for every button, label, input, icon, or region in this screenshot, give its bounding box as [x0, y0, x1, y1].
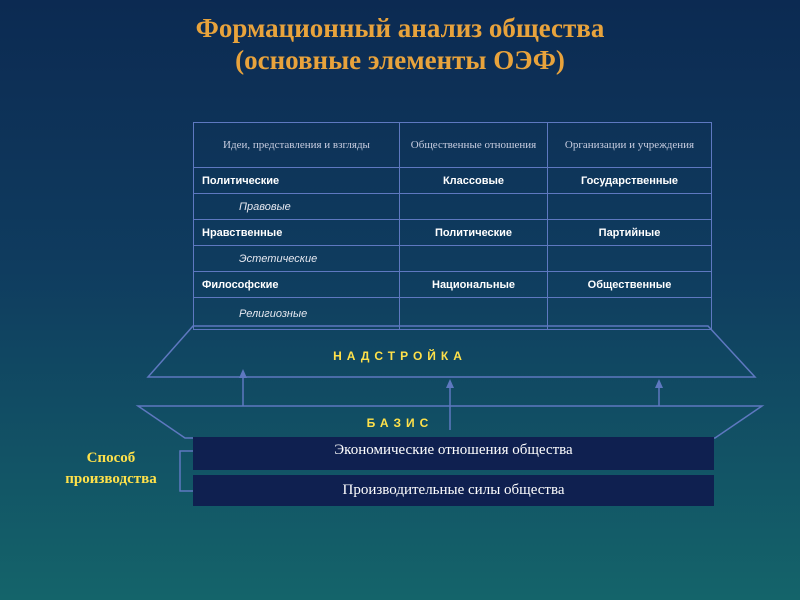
cell-relations: Национальные — [399, 271, 548, 298]
table-row: Правовые — [193, 193, 712, 220]
cell-ideas: Правовые — [193, 193, 400, 220]
header-ideas: Идеи, представления и взгляды — [193, 122, 400, 168]
cell-ideas: Эстетические — [193, 245, 400, 272]
arrow-right-head — [655, 379, 663, 388]
table-row: Философские Национальные Общественные — [193, 271, 712, 298]
title-line-1: Формационный анализ общества — [195, 13, 605, 43]
cell-organizations: Государственные — [547, 167, 712, 194]
cell-relations — [399, 297, 548, 330]
economic-relations-bar: Экономические отношения общества — [193, 437, 714, 470]
table-row: Нравственные Политические Партийные — [193, 219, 712, 246]
sposob-proizvodstva-label: Способ производства — [65, 450, 157, 487]
cell-organizations: Партийные — [547, 219, 712, 246]
cell-relations: Классовые — [399, 167, 548, 194]
cell-organizations: Общественные — [547, 271, 712, 298]
cell-ideas: Философские — [193, 271, 400, 298]
cell-relations — [399, 245, 548, 272]
table-row: Политические Классовые Государственные — [193, 167, 712, 194]
cell-ideas: Религиозные — [193, 297, 400, 330]
bazis-label: БАЗИС — [366, 416, 434, 430]
arrow-left-head — [239, 369, 247, 378]
basis-trapezoid — [135, 405, 765, 439]
header-organizations: Организации и учреждения — [547, 122, 712, 168]
cell-ideas: Нравственные — [193, 219, 400, 246]
table-row: Эстетические — [193, 245, 712, 272]
arrow-center-head — [446, 379, 454, 388]
productive-forces-bar: Производительные силы общества — [193, 475, 714, 506]
cell-relations — [399, 193, 548, 220]
header-relations: Общественные отношения — [399, 122, 548, 168]
cell-organizations — [547, 245, 712, 272]
table-row: Религиозные — [193, 297, 712, 330]
cell-ideas: Политические — [193, 167, 400, 194]
nadstroyka-label: НАДСТРОЙКА — [333, 349, 467, 363]
sposob-bracket — [179, 450, 193, 492]
title-line-2: (основные элементы ОЭФ) — [235, 45, 565, 75]
superstructure-table: Идеи, представления и взгляды Общественн… — [193, 122, 712, 330]
cell-relations: Политические — [399, 219, 548, 246]
table-header-row: Идеи, представления и взгляды Общественн… — [193, 122, 712, 168]
cell-organizations — [547, 193, 712, 220]
cell-organizations — [547, 297, 712, 330]
